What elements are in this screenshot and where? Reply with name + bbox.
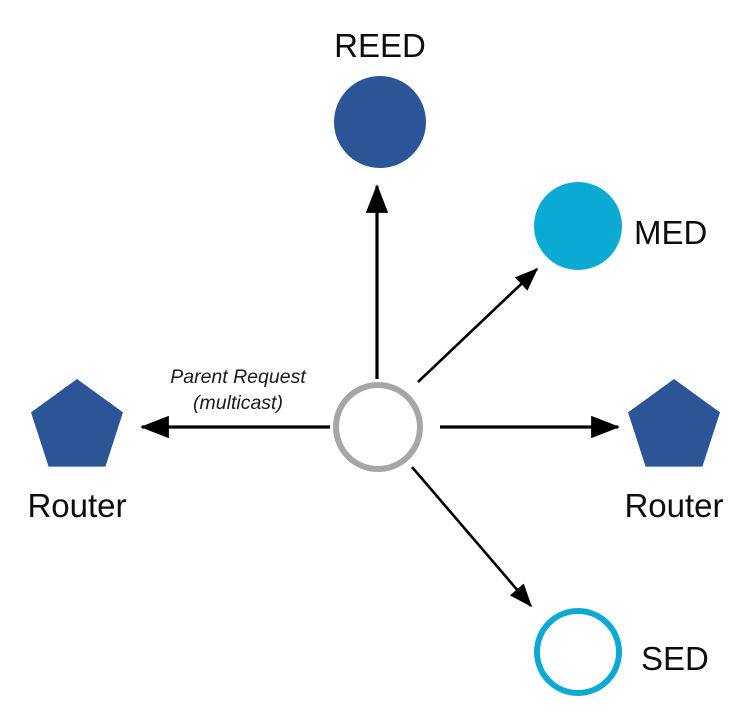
router-left-pentagon-icon[interactable] — [31, 379, 123, 467]
reed-circle-icon[interactable] — [334, 76, 426, 168]
node-med[interactable]: MED — [534, 182, 707, 270]
node-sed[interactable]: SED — [534, 608, 709, 696]
edge-group — [140, 184, 620, 608]
edge-to-med-arrow — [417, 267, 539, 383]
router-right-pentagon-icon[interactable] — [628, 379, 720, 467]
edge-to-sed-arrow — [411, 466, 533, 608]
parent-request-label-line2: (multicast) — [193, 392, 283, 414]
med-label: MED — [634, 214, 707, 251]
sed-circle-icon[interactable] — [534, 608, 622, 696]
parent-request-label: Parent Request (multicast) — [170, 366, 307, 414]
node-router-left[interactable]: Router — [27, 379, 127, 524]
node-router-right[interactable]: Router — [624, 379, 724, 524]
parent-request-label-line1: Parent Request — [170, 366, 307, 388]
sed-label: SED — [641, 640, 709, 677]
med-circle-icon[interactable] — [534, 182, 622, 270]
router-left-label: Router — [27, 487, 126, 524]
node-reed[interactable]: REED — [334, 27, 426, 168]
joining-device-node[interactable] — [333, 382, 423, 472]
router-right-label: Router — [624, 487, 723, 524]
reed-label: REED — [334, 27, 426, 64]
